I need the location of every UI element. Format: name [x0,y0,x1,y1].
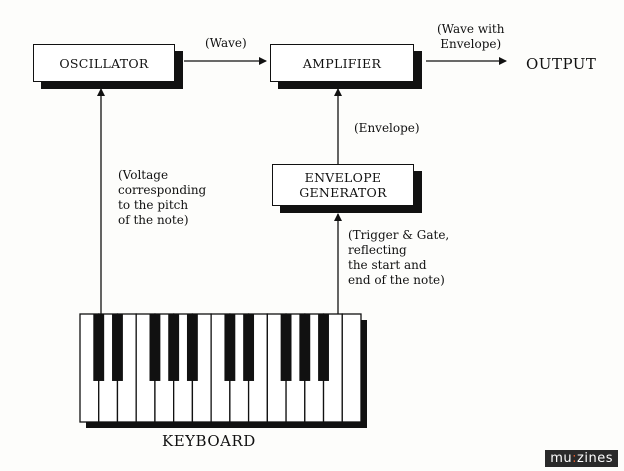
black-key [243,314,255,381]
black-key [318,314,329,381]
keyboard-graphic [79,313,367,428]
voltage-label: (Voltage corresponding to the pitch of t… [118,168,207,227]
envelope-generator-label-line2: GENERATOR [299,185,387,200]
black-key [112,314,123,381]
wave-with-envelope-label: (Wave with Envelope) [437,22,505,51]
black-key [299,314,311,381]
black-key [186,314,198,381]
amplifier-block: AMPLIFIER [270,44,414,82]
keyboard-label: KEYBOARD [162,432,256,450]
black-key [93,314,105,381]
black-key [280,314,292,381]
white-key [341,313,362,423]
muzines-logo: mu:zines [545,450,618,467]
amplifier-label: AMPLIFIER [302,55,382,71]
trigger-gate-label: (Trigger & Gate, reflecting the start an… [348,228,450,287]
oscillator-block: OSCILLATOR [33,44,175,82]
black-key [168,314,180,381]
black-key [149,314,161,381]
envelope-generator-label-line1: ENVELOPE [304,170,382,185]
envelope-label: (Envelope) [354,121,420,135]
wave-label: (Wave) [205,36,247,50]
envelope-generator-block: ENVELOPE GENERATOR [272,164,414,206]
output-label: OUTPUT [526,55,597,73]
oscillator-label: OSCILLATOR [59,55,149,71]
black-key [224,314,236,381]
